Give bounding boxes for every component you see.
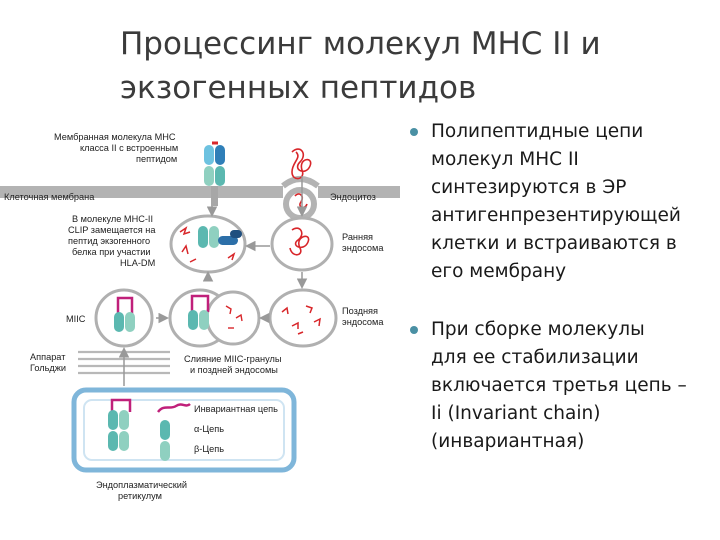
alpha-chain-label: α-Цепь (194, 424, 224, 434)
clip-exchange-label: В молекуле МНС-II CLIP замещается на пеп… (68, 214, 158, 268)
hla-dm-molecule (218, 236, 238, 245)
er-label: Эндоплазматический ретикулум (96, 480, 190, 501)
title-line-1: Процессинг молекул МНС II и (120, 26, 601, 62)
late-endosome-label: Поздняя эндосома (342, 306, 384, 327)
slide-title: Процессинг молекул МНС II и экзогенных п… (120, 22, 680, 110)
alpha-chain-icon (160, 420, 170, 440)
title-line-2: экзогенных пептидов (120, 70, 477, 106)
bullet-line: (инвариантная) (431, 431, 585, 452)
early-endosome-label: Ранняя эндосома (342, 232, 384, 253)
surface-mhc-molecule (204, 141, 225, 206)
endocytosis-label: Эндоцитоз (330, 192, 376, 202)
bullet-line: синтезируются в ЭР (431, 177, 627, 198)
invariant-chain-label: Инвариантная цепь (194, 404, 278, 414)
bullet-dot-icon (410, 128, 418, 136)
bullet-line: его мембрану (431, 261, 567, 282)
bullet-line: Ii (Invariant chain) (431, 403, 601, 424)
bullet-line: клетки и встраиваются в (431, 233, 677, 254)
bullet-item-2: При сборке молекулы для ее стабилизации … (410, 316, 710, 456)
bullet-line: включается третья цепь – (431, 375, 687, 396)
bullet-line: Полипептидные цепи (431, 121, 644, 142)
beta-chain-icon (160, 441, 170, 461)
clip-exchange-endosome (169, 214, 247, 274)
fusion-label: Слияние MIIC-гранулы и поздней эндосомы (184, 354, 284, 375)
bullet-line: для ее стабилизации (431, 347, 639, 368)
early-endosome (270, 216, 334, 272)
miic-vesicle (94, 288, 154, 348)
endoplasmic-reticulum (71, 387, 297, 473)
bullet-line: антигенпрезентирующей (431, 205, 681, 226)
golgi-label: Аппарат Гольджи (30, 352, 68, 373)
bullet-dot-icon (410, 326, 418, 334)
bullet-line: При сборке молекулы (431, 319, 645, 340)
membrane-mhc-label: Мембранная молекула МНС класса II с встр… (54, 132, 181, 164)
pathway-arrows (118, 176, 308, 386)
beta-chain-label: β-Цепь (194, 444, 224, 454)
miic-fusion-vesicle (168, 288, 261, 348)
cell-membrane-label: Клеточная мембрана (4, 192, 95, 202)
miic-label: MIIC (66, 314, 86, 324)
invariant-chain-icon (157, 402, 191, 413)
late-endosome (268, 288, 338, 348)
bullet-list: Полипептидные цепи молекул МНС II синтез… (410, 118, 710, 456)
bullet-line: молекул МНС II (431, 149, 579, 170)
bullet-item-1: Полипептидные цепи молекул МНС II синтез… (410, 118, 710, 286)
